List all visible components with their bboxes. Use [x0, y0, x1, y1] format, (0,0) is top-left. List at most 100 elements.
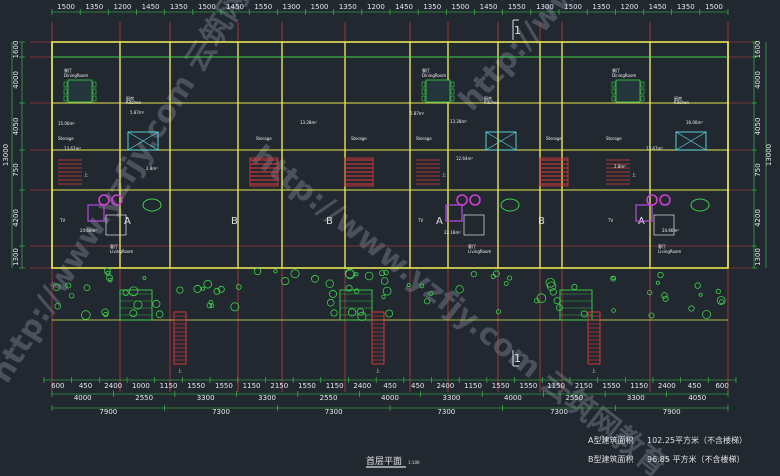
sofa — [635, 204, 653, 222]
room-area-label: 13.28m² — [300, 120, 317, 125]
dim-bottom-1-label: 450 — [79, 382, 92, 390]
room-area-label: 24.66m² — [662, 228, 679, 233]
garden-plant — [536, 293, 547, 304]
area-a-value: 102.25平方米（不含楼梯） — [647, 435, 747, 445]
garden-plant — [423, 298, 431, 305]
dim-bottom-1-label: 2400 — [436, 382, 454, 390]
garden-plant — [419, 283, 425, 289]
room-area-label: 2.8m² — [146, 166, 158, 171]
dim-top-label: 1450 — [226, 3, 244, 11]
dim-bottom-1-label: 1550 — [519, 382, 537, 390]
garden-plant — [128, 286, 139, 297]
garden-plant — [546, 281, 557, 291]
room-area-label: 2.8m² — [614, 164, 626, 169]
garden-plant — [345, 269, 356, 280]
garden-plant — [694, 282, 701, 289]
unit-label: B — [231, 216, 238, 227]
chair — [611, 95, 616, 102]
area-a-label: A型建筑面积 — [588, 435, 633, 445]
chair — [450, 81, 455, 88]
unit-a-detail: 餐厅DiningRoom厨房KitchenStorage上TV客厅LivingR… — [416, 67, 520, 254]
dim-top-label: 1550 — [508, 3, 526, 11]
garden-plant — [235, 283, 242, 290]
room-label-storage: Storage — [606, 136, 622, 141]
dim-bottom-1-label: 600 — [715, 382, 728, 390]
dim-bottom-2-label: 3300 — [627, 394, 645, 402]
section-mark-bottom: 1 — [512, 350, 521, 367]
step-outline — [371, 311, 385, 365]
drawing-title: 首层平面 — [366, 455, 402, 467]
room-label-storage: Storage — [546, 136, 562, 141]
dim-bottom-3-label: 7300 — [212, 408, 230, 416]
garden-plant — [470, 270, 477, 278]
sofa — [87, 204, 105, 222]
dim-right-total: 13000 — [765, 144, 773, 166]
dim-bottom-1-label: 450 — [688, 382, 701, 390]
dim-bottom-2-label: 4000 — [504, 394, 522, 402]
room-label-dining: 餐厅 — [422, 67, 430, 73]
dim-bottom-2-label: 3300 — [443, 394, 461, 402]
area-b-value: 96.85 平方米（不含楼梯） — [647, 454, 744, 464]
chair — [421, 81, 426, 88]
dim-left-label: 1300 — [12, 248, 20, 266]
armchair — [646, 194, 658, 206]
dim-top-label: 1500 — [311, 3, 329, 11]
garden-plant — [106, 274, 113, 282]
chair — [63, 95, 68, 102]
chair — [63, 88, 68, 95]
section-mark-top: 1 — [512, 19, 521, 40]
dim-top-label: 1300 — [536, 3, 554, 11]
walls — [51, 41, 729, 269]
garden-plant — [54, 302, 61, 310]
stair-outline — [249, 157, 279, 187]
kitchen-counter — [127, 131, 159, 151]
stair-up-label: 上 — [592, 367, 596, 373]
dim-bottom-1-label: 1150 — [630, 382, 648, 390]
dim-bottom-1-label: 1000 — [132, 382, 150, 390]
chair — [450, 95, 455, 102]
room-label-storage: Storage — [256, 136, 272, 141]
front-yard-paving — [559, 289, 593, 321]
garden-plant — [203, 279, 213, 289]
garden-plant — [209, 303, 215, 309]
garden-plant — [281, 276, 290, 286]
garden-plant — [176, 286, 184, 294]
garden-plant — [81, 310, 91, 320]
dim-bottom-2-label: 2550 — [565, 394, 583, 402]
room-area-label: 15.00m² — [58, 121, 75, 126]
chair — [450, 88, 455, 95]
room-label-dining: 餐厅 — [64, 67, 72, 73]
stair-up-label: 上 — [632, 171, 636, 177]
bath-fixture — [690, 198, 710, 212]
garden-plant — [490, 273, 496, 280]
unit-a-detail: 餐厅DiningRoom厨房KitchenStorage上TV客厅LivingR… — [606, 67, 710, 254]
dim-top-label: 1550 — [254, 3, 272, 11]
dim-right-label: 1600 — [754, 41, 762, 59]
dim-bottom-1-label: 1150 — [326, 382, 344, 390]
unit-b-stair: Storage — [344, 136, 374, 187]
garden-plant — [290, 269, 300, 279]
coffee-table — [105, 214, 127, 236]
dim-bottom-2-label: 3300 — [197, 394, 215, 402]
bath-fixture — [142, 198, 162, 212]
dim-right-label: 1300 — [754, 248, 762, 266]
stair-outline — [539, 157, 569, 187]
unit-b-stair: Storage — [539, 136, 569, 187]
dim-top-label: 1450 — [480, 3, 498, 11]
dim-top-label: 1500 — [198, 3, 216, 11]
room-label-kitchen-en: Kitchen — [674, 100, 689, 105]
armchair — [469, 194, 481, 206]
chair — [611, 88, 616, 95]
front-yard-paving — [119, 289, 153, 321]
dim-left-label: 750 — [12, 163, 20, 176]
room-label-kitchen: 厨房 — [484, 95, 492, 101]
step-outline — [587, 311, 601, 365]
room-label-kitchen-en: Kitchen — [484, 100, 499, 105]
dim-top-label: 1350 — [170, 3, 188, 11]
dim-right-label: 4050 — [754, 118, 762, 136]
room-area-label: 12.64m² — [456, 156, 473, 161]
garden-plant — [103, 311, 109, 318]
sofa — [445, 204, 463, 222]
dim-bottom-3-label: 7900 — [663, 408, 681, 416]
